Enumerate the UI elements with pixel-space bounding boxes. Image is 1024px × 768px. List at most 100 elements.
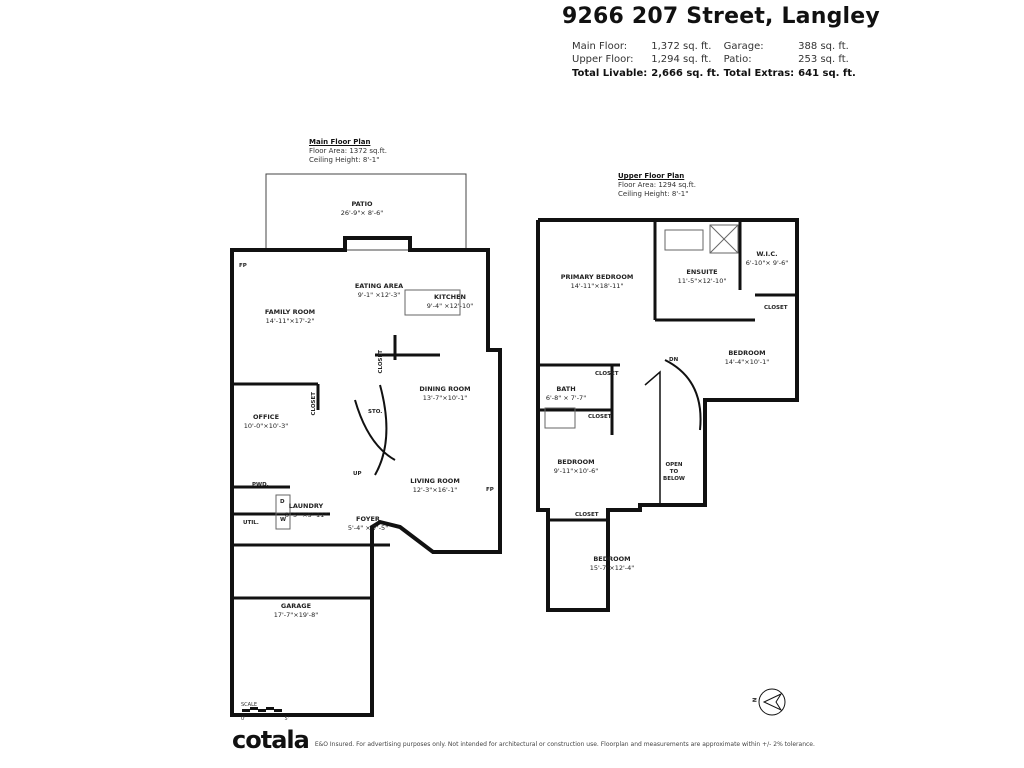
stat-value: 1,294 sq. ft. <box>651 54 712 65</box>
room-dims: 12'-3"×16'-1" <box>412 486 458 494</box>
disclaimer: E&O Insured. For advertising purposes on… <box>314 741 815 748</box>
room-dims: 10'-0"×10'-3" <box>243 422 289 430</box>
stairs-down-label: DN <box>669 357 679 363</box>
closet-label: CLOSET <box>764 305 788 311</box>
room-name: FOYER <box>356 515 380 523</box>
room-walk-in-closet: W.I.C.6'-10"× 9'-6" <box>746 250 788 268</box>
open-to-below-label: OPEN TO BELOW <box>663 462 685 482</box>
room-name: LAUNDRY <box>288 502 324 510</box>
room-dims: 9'-4" ×12'-10" <box>426 302 474 310</box>
ceiling-height: Ceiling Height: 8'-1" <box>618 190 689 198</box>
closet-label: CLOSET <box>575 512 599 518</box>
room-dims: 5'-4" × 7'-5" <box>347 524 389 532</box>
room-dims: 6'-8" × 7'-7" <box>545 394 587 402</box>
room-name: EATING AREA <box>354 282 404 290</box>
total-label: Total Livable: <box>572 68 648 79</box>
room-dims: 13'-7"×10'-1" <box>422 394 468 402</box>
room-name: PRIMARY BEDROOM <box>560 273 634 281</box>
scale-start: 0' <box>241 716 246 722</box>
room-dims: 17'-7"×19'-8" <box>273 611 319 619</box>
total-label: Total Extras: <box>723 68 795 79</box>
storage-label: STO. <box>368 409 383 415</box>
heading-text: Main Floor Plan <box>309 138 371 146</box>
stat-label: Patio: <box>723 54 752 65</box>
compass-icon <box>758 688 786 716</box>
room-name: DINING ROOM <box>419 385 471 393</box>
scale-legend: SCALE 0' 5' <box>241 702 289 722</box>
room-dims: 9'-11"×10'-6" <box>553 467 599 475</box>
area-summary: Main Floor: 1,372 sq. ft. Garage: 388 sq. f… <box>572 40 860 80</box>
stairs-up-label: UP <box>353 471 362 477</box>
room-dims: 8'-5" ×5'-11" <box>284 511 328 519</box>
scale-bar-icon <box>242 707 282 712</box>
total-value: 2,666 sq. ft. <box>651 68 720 79</box>
room-name: GARAGE <box>280 602 312 610</box>
stat-label: Garage: <box>723 41 764 52</box>
room-dims: 15'-7"×12'-4" <box>589 564 635 572</box>
closet-label: CLOSET <box>595 371 619 377</box>
room-name: BEDROOM <box>557 458 595 466</box>
stat-label: Main Floor: <box>572 41 628 52</box>
room-name: BEDROOM <box>593 555 631 563</box>
room-name: BATH <box>556 385 576 393</box>
room-dims: 11'-5"×12'-10" <box>677 277 727 285</box>
room-name: PATIO <box>351 200 373 208</box>
fireplace-label: FP <box>239 263 247 269</box>
total-value: 641 sq. ft. <box>798 68 856 79</box>
property-address-title: 9266 207 Street, Langley <box>562 4 880 29</box>
room-name: FAMILY ROOM <box>264 308 316 316</box>
main-floor-heading: Main Floor Plan Floor Area: 1372 sq.ft. … <box>309 138 387 165</box>
washer-label: W <box>280 517 287 523</box>
room-dims: 26'-9"× 8'-6" <box>340 209 384 217</box>
powder-room-label: PWD. <box>252 482 269 488</box>
heading-text: Upper Floor Plan <box>618 172 685 180</box>
room-dims: 14'-4"×10'-1" <box>724 358 770 366</box>
stat-value: 253 sq. ft. <box>798 54 849 65</box>
stat-value: 1,372 sq. ft. <box>651 41 712 52</box>
utility-label: UTIL. <box>243 520 259 526</box>
ceiling-height: Ceiling Height: 8'-1" <box>309 156 380 164</box>
stat-label: Upper Floor: <box>572 54 634 65</box>
scale-label: SCALE <box>241 702 258 708</box>
closet-label: CLOSET <box>311 392 317 416</box>
room-dims: 14'-11"×18'-11" <box>570 282 624 290</box>
floor-area: Floor Area: 1294 sq.ft. <box>618 181 696 189</box>
room-dims: 14'-11"×17'-2" <box>265 317 315 325</box>
room-dims: 9'-1" ×12'-3" <box>357 291 401 299</box>
upper-floor-wall <box>536 218 799 612</box>
compass-north-label: N <box>752 697 759 703</box>
dryer-label: D <box>280 499 285 505</box>
closet-label: CLOSET <box>588 414 612 420</box>
closet-label: CLOSET <box>378 350 384 374</box>
patio-outline <box>265 173 467 251</box>
room-dims: 6'-10"× 9'-6" <box>745 259 789 267</box>
upper-floor-heading: Upper Floor Plan Floor Area: 1294 sq.ft.… <box>618 172 696 199</box>
room-name: KITCHEN <box>434 293 466 301</box>
scale-end: 5' <box>284 716 289 722</box>
room-name: W.I.C. <box>756 250 778 258</box>
cotala-logo: cotala <box>232 726 310 754</box>
stat-value: 388 sq. ft. <box>798 41 849 52</box>
room-name: LIVING ROOM <box>410 477 460 485</box>
main-floor-wall <box>230 236 502 717</box>
footer: cotala E&O Insured. For advertising purp… <box>232 726 815 754</box>
fireplace-label: FP <box>486 487 494 493</box>
floor-area: Floor Area: 1372 sq.ft. <box>309 147 387 155</box>
